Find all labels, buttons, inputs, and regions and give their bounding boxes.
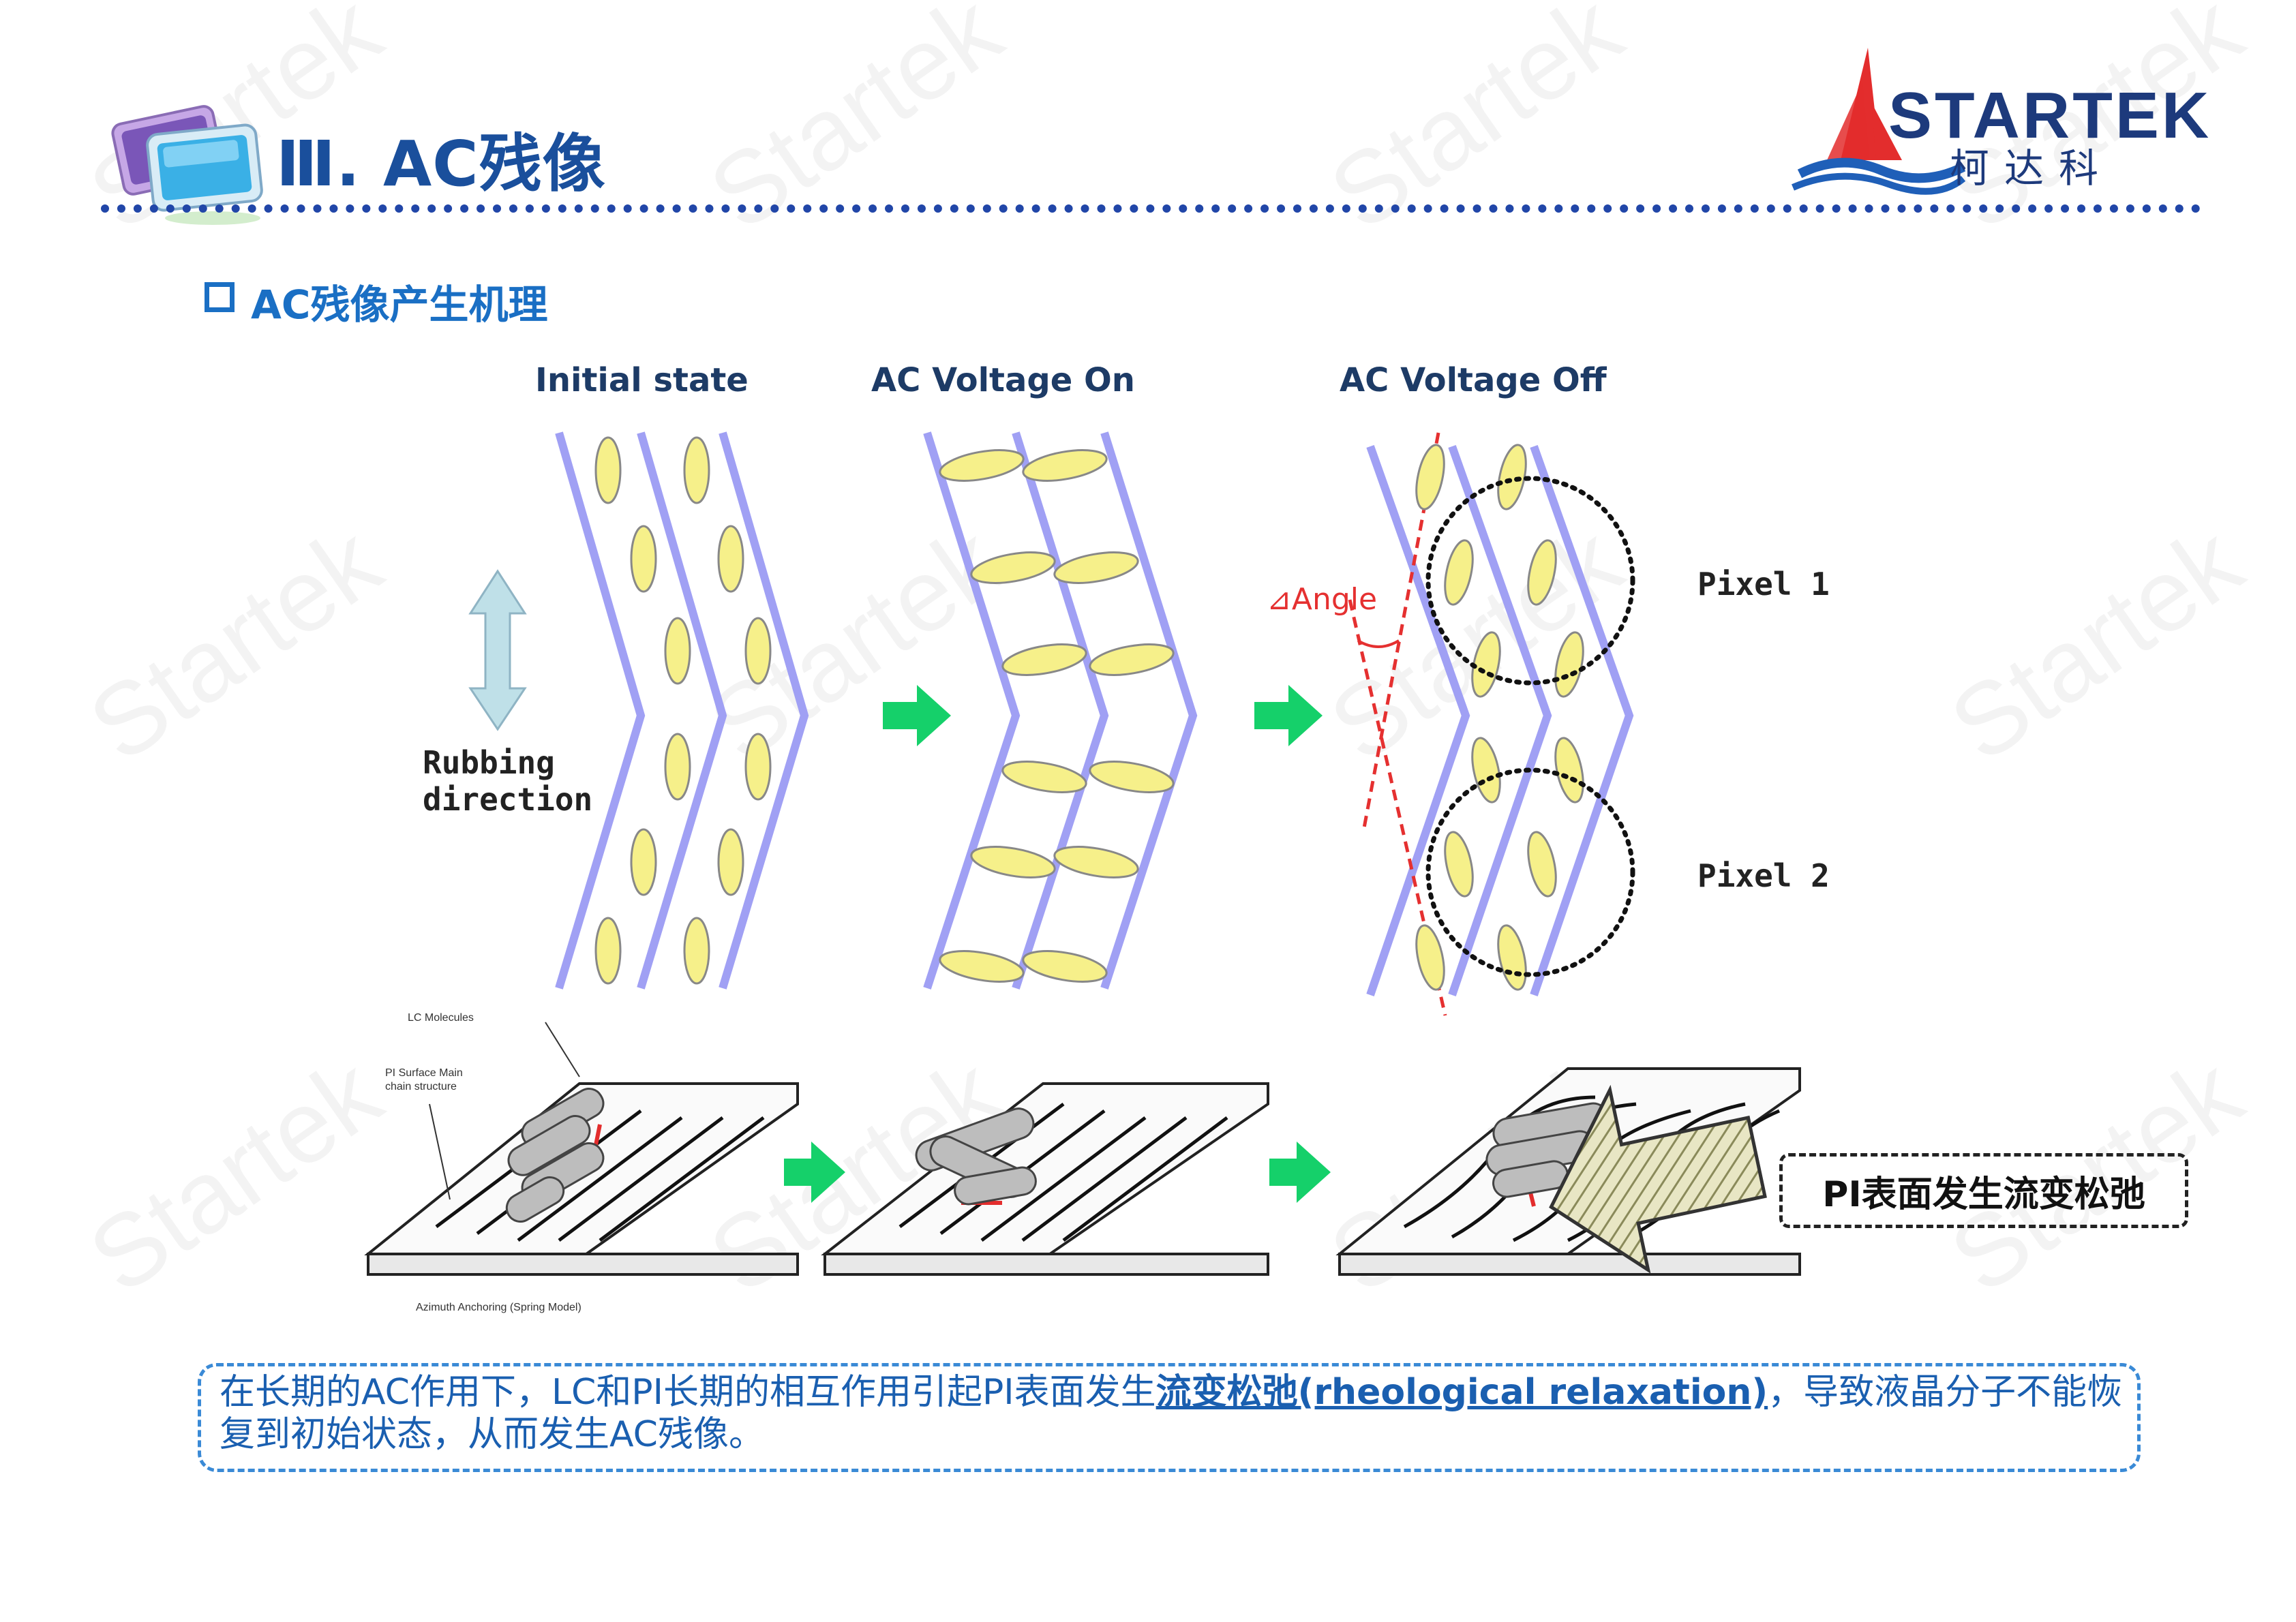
plate-voltage-off [1335, 1067, 1801, 1276]
phase-label-initial: Initial state [535, 361, 749, 399]
azimuth-anchoring-label: Azimuth Anchoring (Spring Model) [416, 1302, 581, 1313]
phase-label-voltage-on: AC Voltage On [871, 361, 1135, 399]
header-divider [101, 204, 2201, 213]
note-text: 在长期的AC作用下，LC和PI长期的相互作用引起PI表面发生流变松弛(rheol… [220, 1372, 2123, 1455]
green-arrow-icon [1269, 1142, 1331, 1203]
page-title: Ⅲ. AC残像 [276, 127, 606, 200]
phase-label-voltage-off: AC Voltage Off [1340, 361, 1607, 399]
hatched-arrow-icon [1549, 1084, 1767, 1274]
plate-initial [364, 1022, 799, 1276]
lc-molecules-voltage-on [939, 449, 1175, 983]
green-arrow-icon [784, 1142, 845, 1203]
note-box [198, 1363, 2141, 1472]
electrodes-initial [555, 431, 809, 990]
pi-relaxation-callout: PI表面发生流变松弛 [1779, 1153, 2188, 1228]
pixel-1-label: Pixel 1 [1697, 566, 1830, 602]
electrodes-voltage-off [1366, 444, 1634, 996]
logo-chinese-text: 柯达科 [1950, 145, 2114, 192]
logo-text: STARTEK [1888, 79, 2212, 152]
rubbing-direction-arrow-icon [468, 569, 527, 731]
electrodes-voltage-on [923, 431, 1198, 990]
pixel-2-label: Pixel 2 [1697, 857, 1830, 894]
rubbing-label: Rubbing direction [423, 744, 593, 818]
section-title: AC残像产生机理 [251, 281, 548, 328]
lc-molecules-voltage-off [1415, 444, 1584, 991]
lc-molecules-label: LC Molecules [408, 1012, 474, 1024]
green-arrow-icon [1254, 685, 1323, 746]
angle-label: ⊿Angle [1267, 582, 1378, 617]
plate-voltage-on [821, 1082, 1269, 1276]
lc-molecules-initial [594, 436, 772, 985]
checkbox-bullet-icon [205, 282, 235, 312]
pixel-1-circle [1425, 476, 1635, 686]
rheological-relaxation-highlight: 流变松弛(rheological relaxation) [1155, 1372, 1768, 1413]
green-arrow-icon [883, 685, 951, 746]
pi-surface-label: PI Surface Main chain structure [385, 1067, 463, 1092]
angle-arc [1357, 639, 1400, 648]
pixel-2-circle [1425, 767, 1635, 977]
